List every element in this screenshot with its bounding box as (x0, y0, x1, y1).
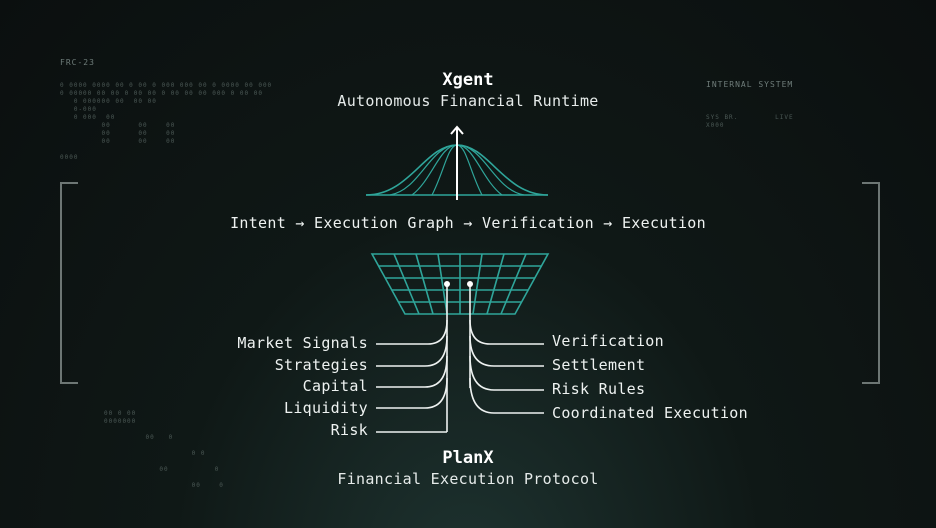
flow-description: Intent → Execution Graph → Verification … (230, 214, 706, 232)
frame-bracket-left (60, 182, 78, 384)
input-label-strategies: Strategies (274, 356, 368, 374)
frame-bracket-right (862, 182, 880, 384)
input-label-market-signals: Market Signals (237, 334, 368, 352)
bottom-node-subtitle: Financial Execution Protocol (337, 470, 599, 488)
hud-readout-bottom: 00 0 00 0000000 00 0 0 0 00 0 00 0 (104, 410, 224, 489)
output-node-dot (467, 281, 473, 287)
input-label-liquidity: Liquidity (284, 399, 368, 417)
bottom-node-title: PlanX (442, 448, 494, 468)
grid-plane-icon (370, 253, 550, 315)
up-arrow-icon (450, 125, 464, 200)
input-label-capital: Capital (302, 377, 368, 395)
hud-system-label: INTERNAL SYSTEM (706, 80, 794, 89)
input-node-dot (444, 281, 450, 287)
hud-code-label: FRC-23 (60, 58, 95, 67)
output-label-risk-rules: Risk Rules (552, 380, 646, 398)
output-label-verification: Verification (552, 332, 664, 350)
output-connectors (469, 285, 544, 414)
input-connectors (376, 285, 448, 433)
top-node-subtitle: Autonomous Financial Runtime (337, 92, 599, 110)
hud-readout-left: 0 0000 0000 00 0 00 0 000 000 00 0 0000 … (60, 82, 273, 161)
top-node-title: Xgent (442, 70, 494, 90)
output-label-settlement: Settlement (552, 356, 646, 374)
input-label-risk: Risk (330, 421, 368, 439)
output-label-coordinated-execution: Coordinated Execution (552, 404, 748, 422)
hud-readout-right: SYS BR. LIVE X000 (706, 114, 794, 129)
